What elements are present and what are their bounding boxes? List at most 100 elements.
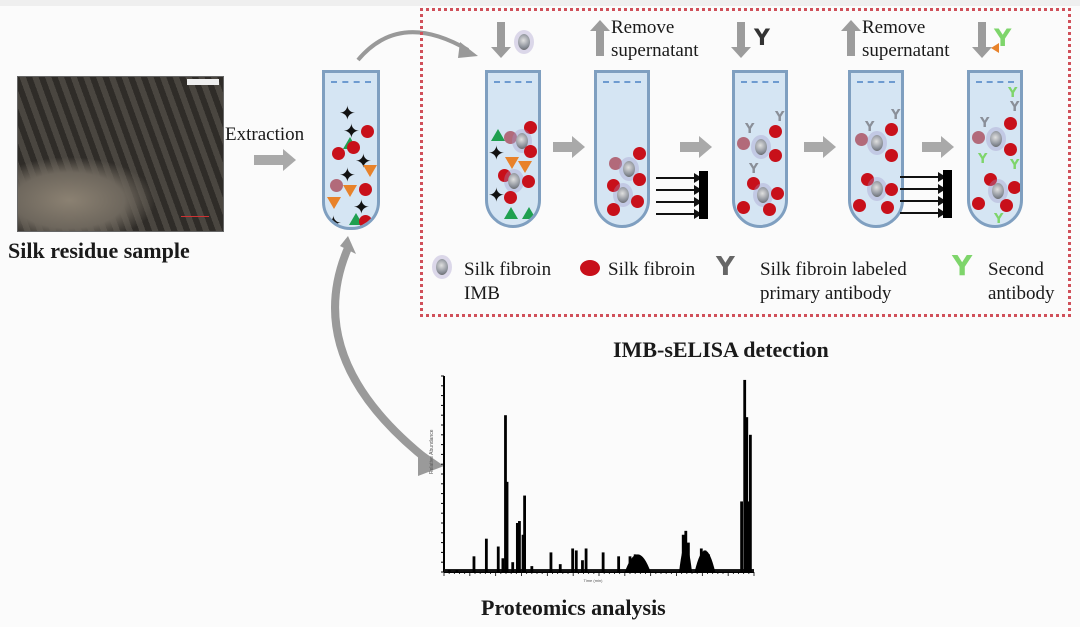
legend-label: IMB <box>464 283 500 304</box>
silk-fibroin-dot-icon <box>769 125 782 138</box>
chromatogram-peak <box>703 550 707 572</box>
chromatogram-peak <box>740 501 743 572</box>
second-antibody-icon: Y <box>978 152 988 167</box>
silk-fibroin-dot-icon <box>984 173 997 186</box>
silk-fibroin-dot-icon <box>359 215 372 227</box>
chromatogram-peak <box>633 554 637 572</box>
silk-fibroin-imb-icon <box>623 161 635 177</box>
chromatogram-peak <box>472 556 476 572</box>
photo-scale-bar <box>181 216 209 217</box>
legend-label: Silk fibroin <box>464 259 552 280</box>
silk-fibroin-dot-icon <box>361 125 374 138</box>
silk-fibroin-dot-icon <box>881 201 894 214</box>
liquid-level <box>494 81 532 83</box>
silk-fibroin-dot-icon <box>885 149 898 162</box>
elisa-panel <box>420 8 1071 317</box>
second-antibody-icon: Y <box>994 212 1004 227</box>
remove-label-line1: Remove <box>611 17 675 38</box>
pale-dot-icon <box>504 131 517 144</box>
silk-fibroin-dot-icon <box>737 201 750 214</box>
legend-label: Silk fibroin <box>608 259 696 280</box>
top-strip <box>0 0 1080 6</box>
curved-arrow-to-elisa <box>356 30 470 62</box>
step-arrow <box>922 136 954 158</box>
chromatogram-peak <box>581 560 584 572</box>
orange-marker-icon <box>518 161 532 173</box>
legend-label: Silk fibroin labeled <box>760 259 907 280</box>
chromatogram-peak <box>699 548 703 572</box>
proteomics-chromatogram: Relative Abundance Time (min) <box>429 375 755 583</box>
chromatogram-peak <box>584 548 588 572</box>
green-marker-icon <box>491 129 505 141</box>
silk-fibroin-dot-icon <box>498 169 511 182</box>
chromatogram-peak <box>501 558 505 572</box>
legend-item-imb: Silk fibroin IMB <box>464 258 551 306</box>
chromatogram-peak <box>707 554 710 572</box>
primary-antibody-icon: Y <box>749 162 759 177</box>
silk-fibroin-imb-icon <box>871 181 883 197</box>
silk-fibroin-dot-icon <box>332 147 345 160</box>
pale-dot-icon <box>972 131 985 144</box>
silk-fibroin-dot-icon <box>769 149 782 162</box>
silk-fibroin-dot-icon <box>747 177 760 190</box>
liquid-level <box>741 81 779 83</box>
liquid-level <box>976 81 1014 83</box>
legend-label: antibody <box>988 283 1055 304</box>
second-antibody-icon: Y <box>994 24 1012 52</box>
silk-fibroin-dot-icon <box>853 199 866 212</box>
orange-marker-icon <box>343 185 357 197</box>
pale-dot-icon <box>609 157 622 170</box>
chromatogram-peak <box>505 481 509 572</box>
y-axis-label: Relative Abundance <box>429 429 435 474</box>
step-arrow <box>680 136 712 158</box>
chromatogram-peak <box>447 570 451 572</box>
silk-fibroin-dot-icon <box>524 121 537 134</box>
silk-fibroin-dot-icon <box>607 179 620 192</box>
silk-fibroin-dot-icon <box>763 203 776 216</box>
chromatogram-peak <box>684 530 688 572</box>
elisa-tube-5: Y Y Y Y Y Y <box>967 70 1023 228</box>
extraction-arrow <box>254 149 296 171</box>
add-arrow <box>491 22 511 58</box>
green-marker-icon <box>504 207 518 219</box>
silk-fibroin-dot-icon <box>633 173 646 186</box>
legend-item-silk-fibroin: Silk fibroin <box>608 258 695 282</box>
chromatogram-peak <box>748 434 752 572</box>
sample-caption: Silk residue sample <box>8 238 190 263</box>
legend-label: primary antibody <box>760 283 892 304</box>
label-marker-icon <box>991 43 999 53</box>
silk-fibroin-dot-icon <box>1008 181 1020 194</box>
silk-fibroin-dot-icon <box>1004 143 1017 156</box>
silk-fibroin-dot-icon <box>885 123 898 136</box>
silk-fibroin-dot-icon <box>633 147 646 160</box>
pale-dot-icon <box>855 133 868 146</box>
add-arrow <box>731 22 751 58</box>
chromatogram-peak <box>574 550 578 572</box>
impurity-icon: ✦ <box>488 183 505 207</box>
remove-arrow <box>841 20 861 56</box>
legend-item-primary-antibody: Silk fibroin labeled primary antibody <box>760 258 907 306</box>
silk-fibroin-imb-icon <box>516 133 528 149</box>
remove-label-line2: supernatant <box>862 40 950 61</box>
silk-fibroin-imb-icon <box>871 135 883 151</box>
magnet-icon <box>656 171 708 219</box>
elisa-tube-3: Y Y Y <box>732 70 788 228</box>
step-arrow <box>553 136 585 158</box>
chromatogram-peak <box>558 564 562 572</box>
chromatogram-peak <box>628 556 632 572</box>
chromatogram-peak <box>530 566 534 572</box>
chromatogram-peak <box>617 556 621 572</box>
legend-silk-fibroin-dot-icon <box>580 260 600 276</box>
legend-imb-icon <box>436 259 448 275</box>
chromatogram-peak <box>549 552 553 572</box>
silk-fibroin-imb-icon <box>518 34 530 50</box>
elisa-title: IMB-sELISA detection <box>613 337 829 362</box>
chromatogram-peak <box>743 379 747 572</box>
silk-fibroin-imb-icon <box>757 187 769 203</box>
second-antibody-icon: Y <box>1010 158 1020 173</box>
proteomics-title: Proteomics analysis <box>481 595 666 620</box>
primary-antibody-icon: Y <box>745 122 755 137</box>
chromatogram-peak <box>496 546 500 572</box>
chromatogram-peak <box>518 521 521 572</box>
